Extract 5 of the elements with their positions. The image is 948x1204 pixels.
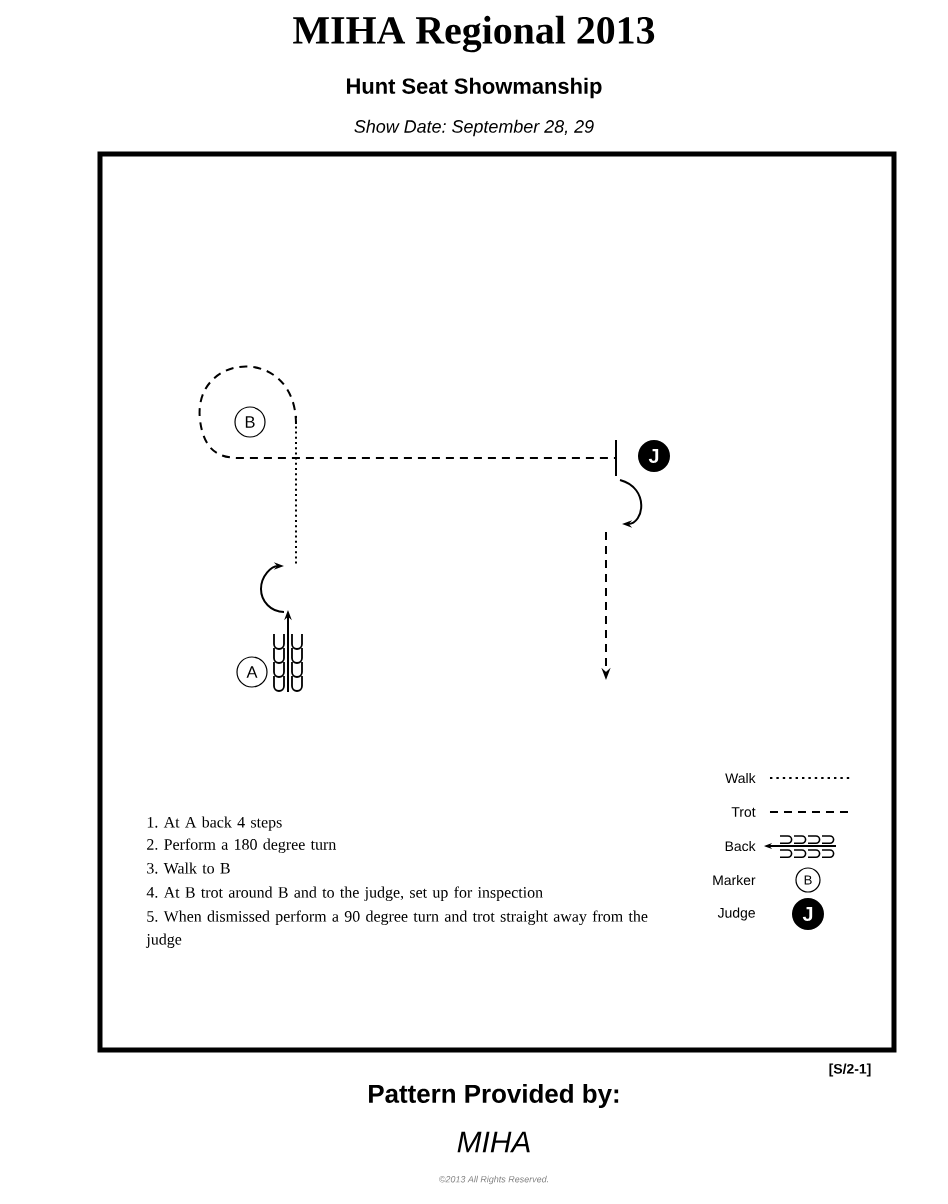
show-date: Show Date: September 28, 29 <box>354 119 594 137</box>
provider-heading: Pattern Provided by: <box>369 1083 619 1109</box>
title: MIHA Regional 2013 <box>293 15 655 53</box>
subtitle: Hunt Seat Showmanship <box>347 77 602 99</box>
provider-name: MIHA <box>457 1131 530 1153</box>
